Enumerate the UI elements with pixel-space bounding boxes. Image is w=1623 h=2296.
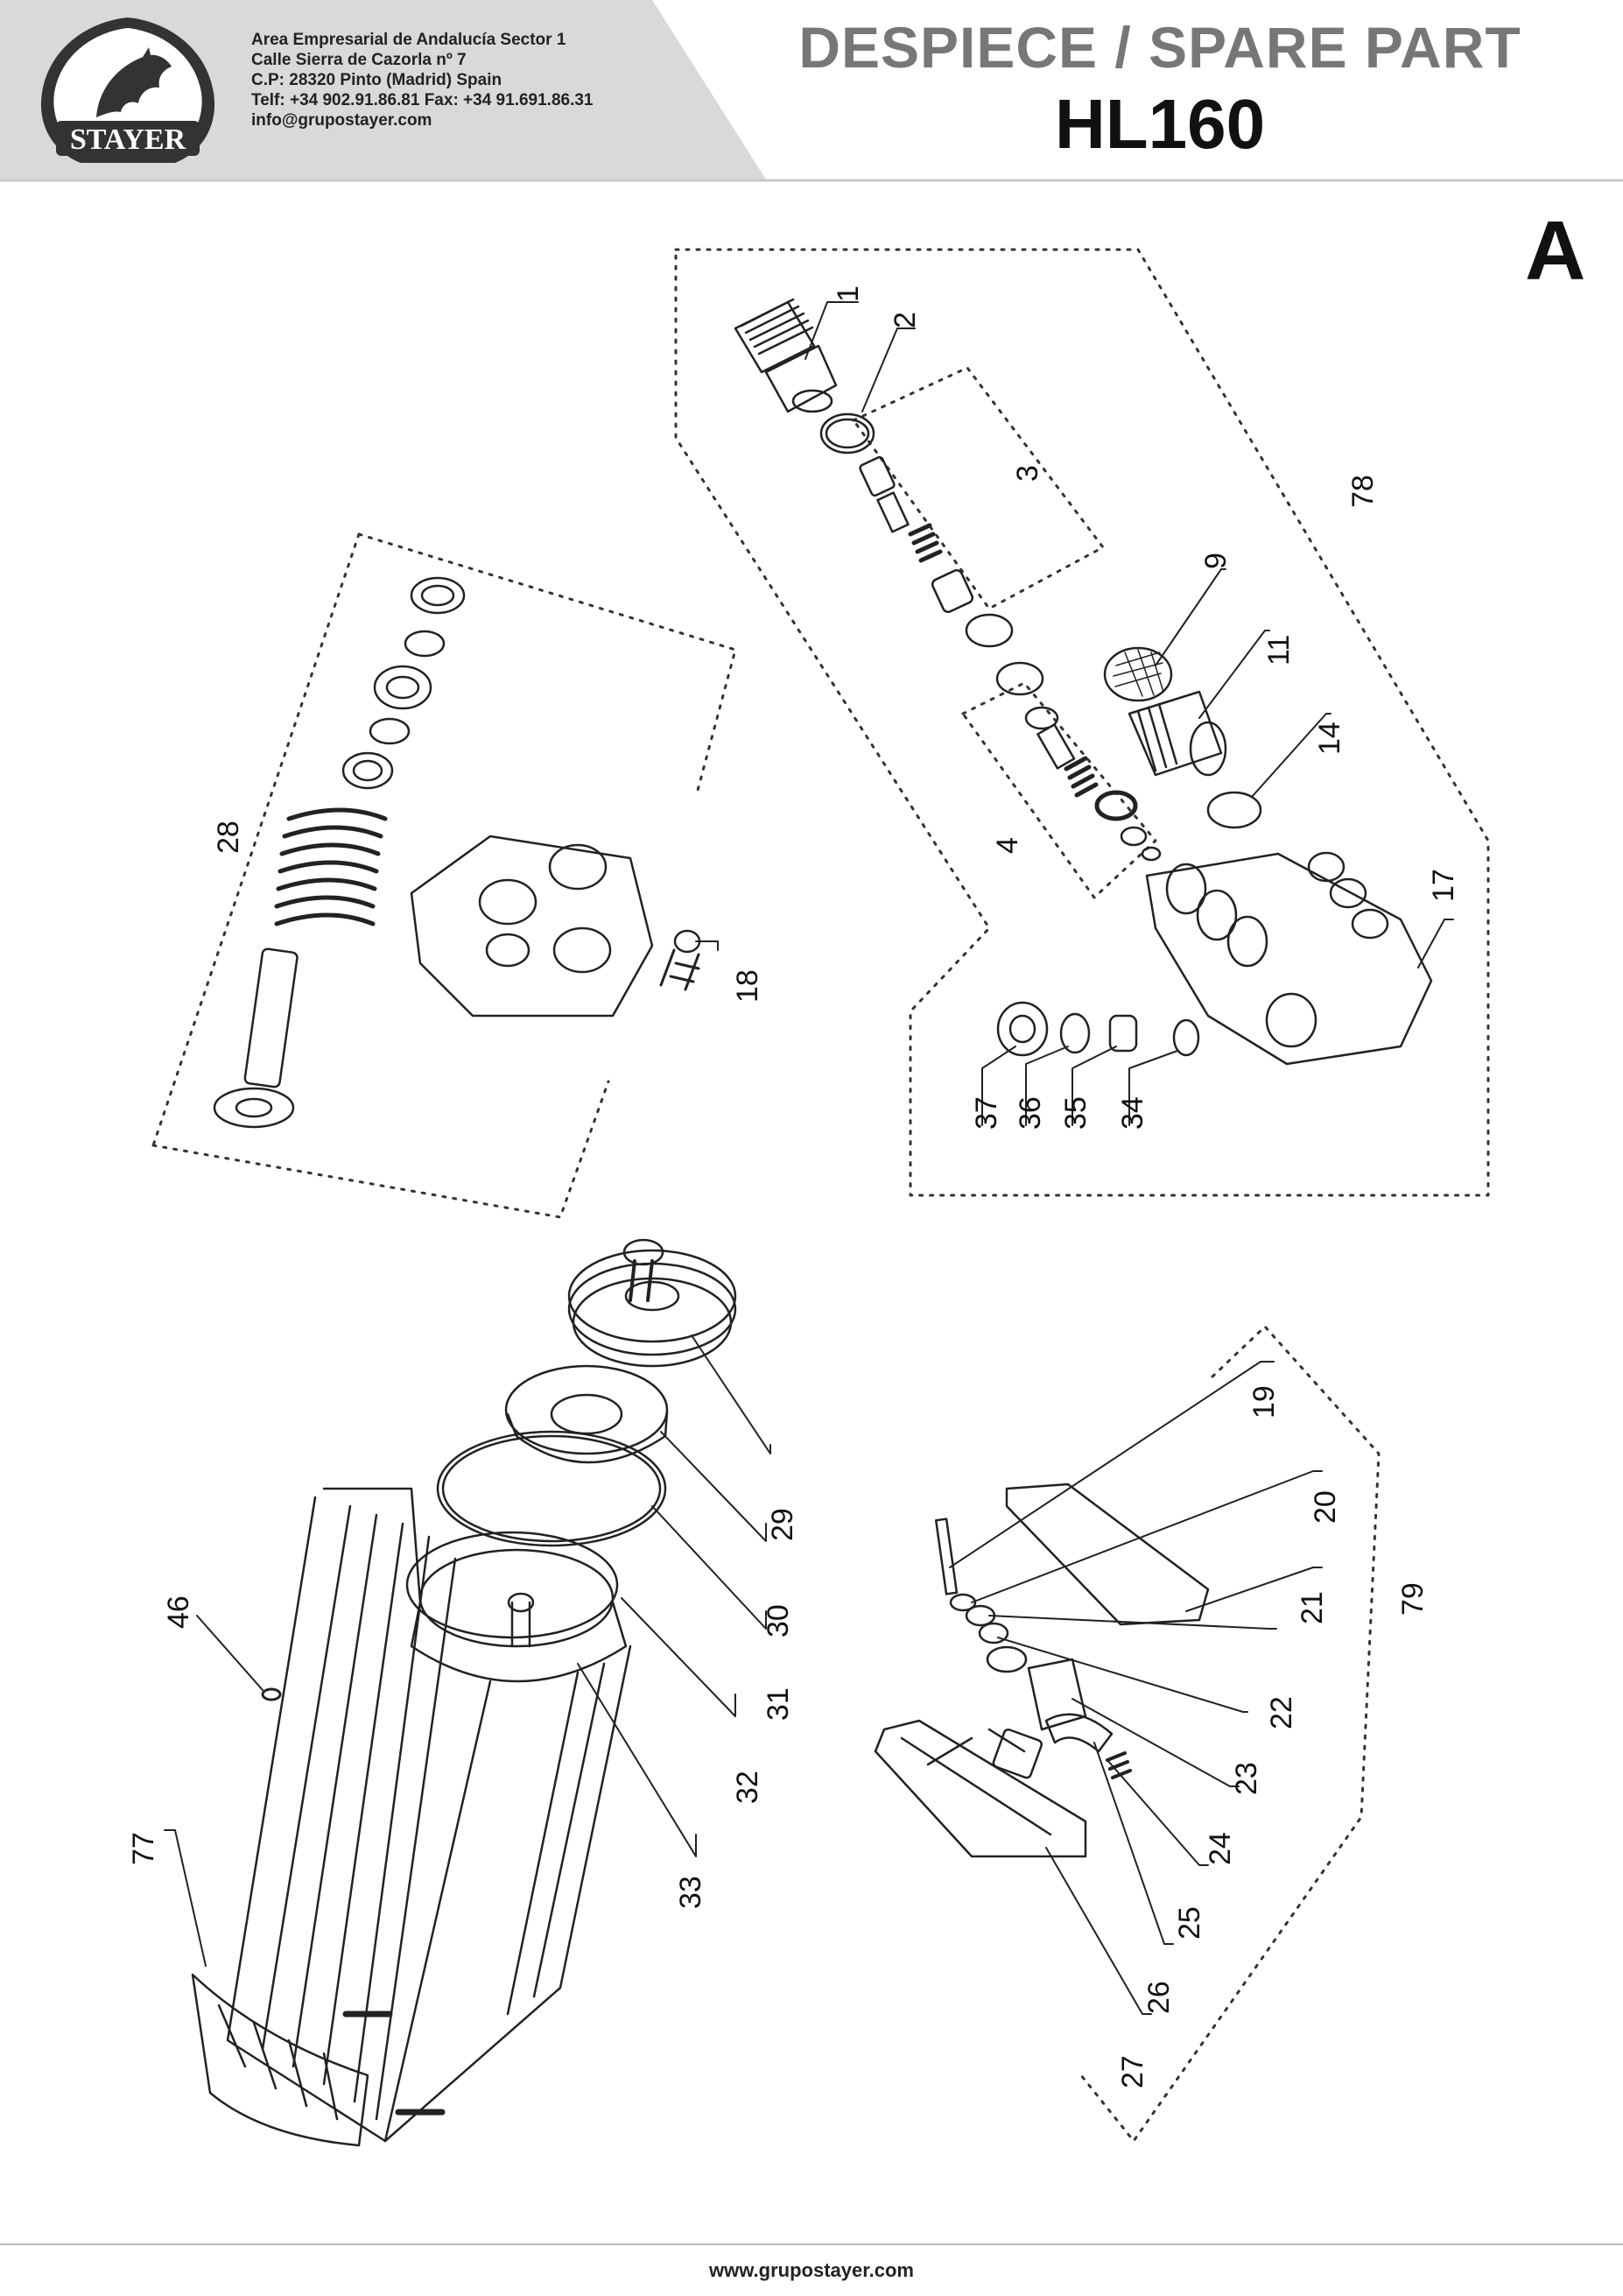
- logo-brand-text: STAYER: [70, 123, 186, 156]
- part-31-o-ring: [436, 1430, 667, 1547]
- part-2-o-ring: [819, 412, 875, 454]
- label-34: 34: [1116, 1096, 1149, 1130]
- label-77: 77: [127, 1832, 160, 1865]
- part-77-fan: [191, 1973, 369, 2147]
- parts-34-37: [996, 1001, 1200, 1057]
- label-31: 31: [762, 1687, 795, 1721]
- motor-group: [191, 1238, 737, 2147]
- label-26: 26: [1142, 1981, 1176, 2014]
- part-33-motor-housing: [226, 1487, 632, 2143]
- group-3-boundary: [852, 366, 1105, 610]
- group-4-boundary: [961, 681, 1157, 899]
- group-28-boundary-lower: [151, 1080, 610, 1219]
- part-11-fitting: [1128, 690, 1227, 777]
- label-22: 22: [1265, 1696, 1298, 1729]
- label-30: 30: [762, 1604, 795, 1637]
- address-line-1: Area Empresarial de Andalucía Sector 1: [251, 31, 566, 49]
- part-17-pump-head: [1145, 851, 1433, 1066]
- footer-rule: [0, 2243, 1623, 2245]
- label-36: 36: [1014, 1096, 1047, 1130]
- part-1-fitting: [734, 298, 838, 413]
- label-27: 27: [1116, 2055, 1149, 2088]
- part-labels: 1 2 3 4 9 11 14 17 18 28 29 30 31 32 33 …: [127, 285, 1460, 2088]
- label-23: 23: [1230, 1762, 1263, 1795]
- part-29-cap: [567, 1238, 737, 1368]
- part-4-valve: [1024, 706, 1162, 862]
- group-28-boundary-left: [151, 532, 361, 1147]
- label-20: 20: [1309, 1490, 1342, 1524]
- label-29: 29: [766, 1508, 799, 1541]
- model-name: HL160: [1054, 85, 1266, 163]
- label-19: 19: [1247, 1385, 1281, 1419]
- label-11: 11: [1262, 635, 1296, 666]
- part-28-plate: [410, 835, 654, 1018]
- label-32: 32: [731, 1771, 764, 1804]
- label-21: 21: [1296, 1591, 1329, 1624]
- label-25: 25: [1173, 1906, 1206, 1940]
- part-21-switch-cover: [1005, 1483, 1210, 1626]
- group-28-boundary: [357, 532, 737, 799]
- label-24: 24: [1204, 1832, 1237, 1865]
- stayer-logo: STAYER: [40, 18, 215, 163]
- phone-fax-line: Telf: +34 902.91.86.81 Fax: +34 91.691.8…: [251, 91, 594, 109]
- label-28: 28: [212, 821, 245, 854]
- label-18: 18: [731, 969, 764, 1003]
- footer-url[interactable]: www.grupostayer.com: [709, 2259, 914, 2281]
- leader-lines: [164, 301, 1454, 2015]
- label-37: 37: [970, 1096, 1003, 1130]
- document-title: DESPIECE / SPARE PART: [798, 15, 1521, 80]
- label-2: 2: [889, 312, 922, 328]
- group-28-seals: [213, 576, 701, 1129]
- group-79-switch: [874, 1483, 1210, 1858]
- address-line-2: Calle Sierra de Cazorla nº 7: [251, 51, 467, 69]
- motor-screws: [342, 2011, 446, 2116]
- pump-head-group: [734, 298, 1433, 1066]
- group-78-boundary: [674, 248, 1490, 1197]
- part-18-screw: [659, 929, 701, 991]
- section-letter: A: [1525, 204, 1586, 298]
- part-9-filter: [1103, 646, 1173, 702]
- email-line: info@grupostayer.com: [251, 111, 432, 130]
- part-30-bearing-cover: [504, 1364, 669, 1464]
- label-46: 46: [162, 1595, 195, 1629]
- part-14-o-ring: [1206, 791, 1262, 829]
- label-35: 35: [1059, 1096, 1093, 1130]
- address-line-3: C.P: 28320 Pinto (Madrid) Spain: [251, 71, 502, 89]
- label-9: 9: [1199, 553, 1233, 569]
- label-79: 79: [1396, 1582, 1430, 1616]
- group-79-boundary: [1079, 1325, 1381, 2143]
- label-14: 14: [1313, 722, 1346, 755]
- label-3: 3: [1011, 465, 1044, 482]
- group-boundaries: [151, 248, 1490, 2143]
- label-17: 17: [1427, 869, 1460, 902]
- label-33: 33: [674, 1876, 707, 1909]
- part-46-screw: [196, 1615, 282, 1701]
- company-address-block: Area Empresarial de Andalucía Sector 1 C…: [251, 30, 594, 130]
- part-27-switch-housing: [874, 1719, 1087, 1858]
- part-3-valve: [859, 455, 1014, 648]
- label-4: 4: [991, 837, 1024, 854]
- label-78: 78: [1346, 475, 1380, 508]
- label-1: 1: [832, 285, 865, 302]
